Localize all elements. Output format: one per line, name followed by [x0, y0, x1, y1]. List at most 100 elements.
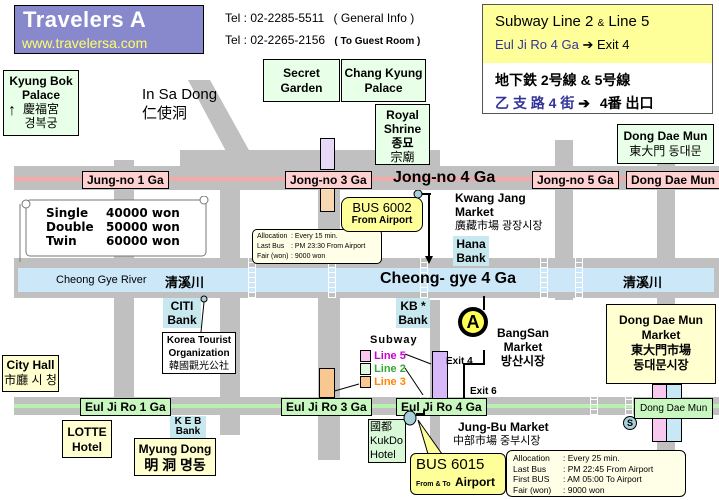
kto-name1: Korea Tourist	[166, 335, 232, 346]
bus-row-value: : AM 05:00 To Airport	[563, 474, 642, 484]
ddm-market-hanja: 東大門市場	[630, 343, 691, 357]
kukdo-name1: KukDo	[370, 435, 404, 447]
royal-shrine-hangul: 종묘	[391, 136, 414, 150]
landmark-dongdaemun-gate[interactable]: Dong Dae Mun 東大門 동대문	[617, 124, 714, 164]
secret-garden-name2: Garden	[280, 81, 323, 95]
landmark-dongdaemun-market[interactable]: Dong Dae Mun Market 東大門市場 동대문시장	[606, 304, 716, 384]
subway-info-line2: Subway Line 2	[495, 13, 594, 30]
arrow-up-icon: ↑	[8, 102, 16, 119]
landmark-jungbu-market[interactable]: Jung-Bu Market 中部市場 중부시장	[453, 420, 549, 448]
bridge	[575, 258, 583, 298]
kyungbok-name2: Palace	[21, 88, 61, 102]
bus-row-value: : Every 25 min.	[563, 453, 620, 463]
bank-keb[interactable]: K E B Bank	[170, 416, 206, 438]
bus-row-key: Last Bus	[257, 243, 285, 250]
insadong-name: In Sa Dong	[142, 86, 218, 103]
station-euljiro-1ga[interactable]: Eul Ji Ro 1 Ga	[80, 398, 171, 416]
bus-6015-callout[interactable]: BUS 6015 From & To Airport	[410, 453, 506, 495]
bridge	[248, 258, 256, 298]
bus-row-key: Last Bus	[513, 463, 547, 474]
line3-label: Line 3	[374, 376, 406, 388]
hana-bank-l2: Bank	[456, 251, 486, 265]
subway-info-japanese: 地下鉄 2号線 & 5号線	[495, 72, 631, 88]
subway-info-amp: &	[597, 18, 605, 29]
bus-6015-sub-small: From & To	[416, 481, 451, 488]
bus-row-value: : 9000 won	[291, 253, 326, 260]
landmark-secret-garden[interactable]: Secret Garden	[263, 59, 340, 102]
bus-6002-row: Allocation: Every 15 min.	[257, 232, 377, 242]
bus-row-key: Fair (won)	[513, 484, 552, 495]
bus-row-value: : PM 22:45 From Airport	[563, 463, 654, 474]
bus-row-value: : PM 23:30 From Airport	[291, 243, 366, 250]
landmark-bangsan-market[interactable]: BangSan Market 방산시장	[497, 326, 549, 368]
kb-bank-l2: Bank	[398, 313, 428, 327]
brand-name: Travelers A	[23, 7, 147, 32]
legend-item-line2: Line 2	[360, 363, 418, 376]
hotel-a-marker[interactable]: A	[458, 307, 488, 337]
room-price: 50000 won	[106, 220, 180, 234]
bus-6015-row: First BUS: AM 05:00 To Airport	[513, 474, 679, 485]
bus-6002-route	[413, 190, 433, 264]
station-dongdaemun-line2[interactable]: Dong Dae Mun	[634, 398, 714, 419]
bus-row-key: Allocation	[513, 453, 550, 463]
landmark-lotte-hotel[interactable]: LOTTE Hotel	[62, 420, 112, 458]
landmark-kyungbok-palace[interactable]: Kyung Bok Palace ↑ 慶福宮 경복궁	[3, 70, 79, 136]
landmark-city-hall[interactable]: City Hall 市廳 시 청	[2, 355, 59, 392]
arrow-right-icon: ➔	[582, 37, 594, 52]
station-dongdaemun-line1[interactable]: Dong Dae Mun	[626, 171, 719, 189]
kyungbok-hangul: 경복궁	[24, 116, 58, 130]
brand-url[interactable]: www.travelersa.com	[22, 35, 148, 51]
city-hall-name: City Hall	[6, 358, 55, 372]
station-jongno-1ga[interactable]: Jung-no 1 Ga	[82, 171, 169, 189]
station-euljiro-3ga[interactable]: Eul Ji Ro 3 Ga	[281, 398, 372, 416]
bank-hana[interactable]: Hana Bank	[453, 236, 489, 266]
station-jongno-5ga[interactable]: Jong-no 5 Ga	[532, 171, 619, 189]
station-jongno-4ga[interactable]: Jong-no 4 Ga	[393, 169, 496, 186]
insadong-hanja: 仁使洞	[142, 105, 188, 122]
landmark-korea-tourist-org[interactable]: Korea Tourist Organization 韓國觀光公社	[162, 332, 236, 374]
bus-row-key: Fair (won)	[257, 253, 289, 260]
phone-guest: Tel : 02-2265-2156 ( To Guest Room )	[225, 33, 420, 47]
area-insadong: In Sa Dong 仁使洞	[142, 85, 217, 123]
bank-kb[interactable]: KB * Bank	[396, 298, 430, 328]
bus-6015-details: Allocation : Every 25 min. Last Bus : PM 2…	[506, 450, 686, 497]
arrow-right-icon: ➔	[578, 95, 590, 111]
kto-name2: Organization	[168, 348, 230, 359]
river-center-label: Cheong- gye 4 Ga	[380, 270, 517, 287]
bank-citi[interactable]: CITI Bank	[163, 298, 201, 328]
bus-6015-row: Fair (won): 9000 won	[513, 485, 679, 496]
landmark-chang-kyung-palace[interactable]: Chang Kyung Palace	[341, 59, 426, 102]
landmark-kukdo-hotel[interactable]: 國都 KukDo Hotel	[368, 419, 406, 463]
legend-item-line3: Line 3	[360, 376, 418, 389]
bridge	[420, 258, 428, 298]
bus-6002-details: Allocation: Every 15 min. Last Bus : PM 2…	[252, 229, 382, 264]
royal-shrine-name1: Royal	[386, 108, 419, 122]
dongdaemun-gate-name: Dong Dae Mun	[623, 129, 708, 143]
lotte-name2: Hotel	[72, 440, 102, 454]
bus-6002-title: BUS 6002	[352, 200, 412, 215]
room-price: 60000 won	[106, 234, 180, 248]
brand-box[interactable]: Travelers A www.travelersa.com	[14, 5, 204, 54]
kto-pointer	[200, 295, 208, 333]
line5-label: Line 5	[374, 350, 406, 362]
phone-general: Tel : 02-2285-5511 ( General Info )	[225, 11, 414, 25]
station-euljiro-4ga[interactable]: Eul Ji Ro 4 Ga	[396, 398, 487, 416]
kwangjang-name1: Kwang Jang	[455, 191, 526, 205]
landmark-myungdong[interactable]: Myung Dong 明 洞 명동	[134, 438, 216, 476]
subway-info-station-hanja: 乙 支 路 4 街	[495, 95, 575, 111]
subway-legend-title: Subway	[370, 334, 418, 346]
ddm-market-name1: Dong Dae Mun	[619, 313, 703, 327]
line2-swatch	[360, 363, 371, 376]
landmark-royal-shrine[interactable]: Royal Shrine 종묘 宗廟	[375, 104, 430, 165]
bangsan-name2: Market	[503, 340, 543, 354]
landmark-kwangjang-market[interactable]: Kwang Jang Market 廣藏市場 광장시장	[455, 191, 543, 233]
city-hall-local: 市廳 시 청	[4, 373, 57, 387]
room-type: Twin	[46, 234, 77, 248]
exit-6-label: Exit 6	[470, 386, 497, 397]
legend-pointers	[330, 353, 432, 396]
bus-row-key: Allocation	[257, 233, 288, 240]
bangsan-hangul: 방산시장	[500, 354, 546, 368]
station-jongno-3ga[interactable]: Jong-no 3 Ga	[285, 171, 372, 189]
bus-6002-callout[interactable]: BUS 6002 From Airport	[341, 197, 423, 232]
